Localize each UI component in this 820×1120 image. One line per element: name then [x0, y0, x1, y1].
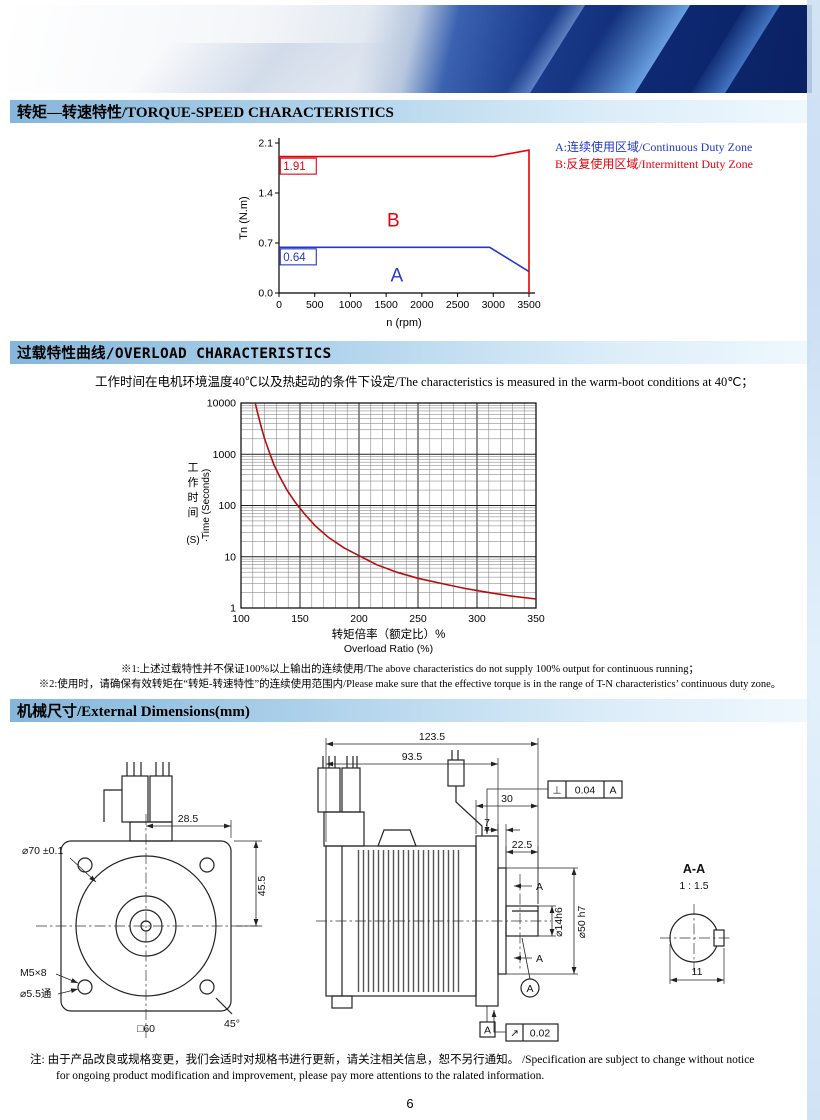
side-view: 123.5 93.5 30 7 22.5 ⌀14h6 ⌀50 h7 ⊥ 0.04…	[316, 731, 623, 1042]
dim-label-28-5: 28.5	[178, 813, 199, 825]
banner-glow	[108, 43, 408, 93]
svg-text:1000: 1000	[339, 299, 363, 311]
header-banner	[8, 5, 812, 93]
section-header-dimensions: 机械尺寸/External Dimensions(mm)	[10, 699, 810, 722]
footer-note-line2: for ongoing product modification and imp…	[56, 1070, 545, 1082]
svg-text:1500: 1500	[374, 299, 398, 311]
overload-notes: ※1:上述过载特性并不保证100%以上输出的连续使用/The above cha…	[0, 662, 820, 692]
svg-text:0.7: 0.7	[258, 238, 273, 250]
section-header-torque: 转矩—转速特性/TORQUE-SPEED CHARACTERISTICS	[10, 100, 810, 123]
dim-label-dia50h7: ⌀50 h7	[576, 906, 588, 939]
torque-chart-block: 0.0 0.7 1.4 2.1 0 500 1000 1500 2000 2500 3000 3500…	[233, 129, 820, 334]
svg-text:·Time (Seconds): ·Time (Seconds)	[201, 469, 212, 543]
dim-label-93-5: 93.5	[402, 751, 423, 763]
svg-text:n (rpm): n (rpm)	[386, 317, 421, 329]
svg-text:3000: 3000	[482, 299, 506, 311]
svg-text:转矩倍率（额定比）%: 转矩倍率（额定比）%	[332, 627, 446, 641]
svg-text:3500: 3500	[517, 299, 541, 311]
front-view: 28.5 45.5 ⌀70 ±0.1 M5×8 ⌀5.5通 □60 45°	[20, 762, 268, 1038]
torque-legend: A:连续使用区域/Continuous Duty Zone B:反复使用区域/I…	[555, 139, 753, 173]
svg-text:0: 0	[276, 299, 282, 311]
svg-text:300: 300	[468, 613, 486, 625]
dimensions-drawing: 28.5 45.5 ⌀70 ±0.1 M5×8 ⌀5.5通 □60 45°	[20, 731, 732, 1042]
tolerance1-value: 0.04	[575, 785, 596, 797]
banner-stripe	[671, 5, 799, 93]
svg-text:100: 100	[232, 613, 250, 625]
svg-text:Overload Ratio (%): Overload Ratio (%)	[344, 643, 433, 655]
svg-text:作: 作	[188, 476, 199, 489]
section-view-a-a: A-A 1 : 1.5 11	[660, 862, 732, 984]
tolerance1-symbol: ⊥	[552, 785, 561, 797]
svg-text:1.91: 1.91	[283, 161, 305, 173]
legend-intermittent: B:反复使用区域/Intermittent Duty Zone	[555, 157, 753, 171]
svg-text:150: 150	[291, 613, 309, 625]
svg-text:2500: 2500	[446, 299, 470, 311]
tolerance2-value: 0.02	[530, 1028, 551, 1040]
dim-label-m5x8: M5×8	[20, 967, 47, 979]
svg-text:Tn (N.m): Tn (N.m)	[238, 196, 250, 239]
svg-text:间: 间	[188, 506, 199, 519]
svg-text:(S): (S)	[186, 535, 199, 546]
section-header-overload: 过载特性曲线/OVERLOAD CHARACTERISTICS	[10, 341, 810, 364]
dim-label-123-5: 123.5	[419, 731, 445, 743]
dim-label-dia14h6: ⌀14h6	[553, 907, 565, 937]
svg-text:200: 200	[350, 613, 368, 625]
svg-text:0.64: 0.64	[283, 252, 306, 264]
dim-label-11: 11	[692, 966, 703, 978]
overload-note-1: ※1:上述过载特性并不保证100%以上输出的连续使用/The above cha…	[120, 664, 699, 675]
tolerance1-datum: A	[609, 785, 616, 797]
svg-text:B: B	[387, 211, 400, 232]
page-number: 6	[406, 1096, 414, 1111]
svg-text:2000: 2000	[410, 299, 434, 311]
svg-text:10: 10	[224, 551, 236, 563]
dim-label-sq60: □60	[137, 1023, 155, 1035]
section-title-torque: 转矩—转速特性/TORQUE-SPEED CHARACTERISTICS	[17, 105, 394, 121]
section-scale: 1 : 1.5	[679, 880, 708, 892]
dim-label-dia70: ⌀70 ±0.1	[22, 845, 63, 857]
dim-label-dia5-5: ⌀5.5通	[20, 988, 52, 1000]
svg-text:500: 500	[306, 299, 324, 311]
svg-text:10000: 10000	[207, 398, 236, 410]
datum-circle-a: A	[526, 983, 533, 995]
svg-text:1: 1	[230, 603, 236, 615]
dim-label-45-5: 45.5	[256, 876, 268, 897]
svg-text:100: 100	[218, 500, 236, 512]
legend-continuous: A:连续使用区域/Continuous Duty Zone	[555, 140, 753, 154]
tolerance2-symbol: ↗	[510, 1028, 519, 1040]
svg-text:2.1: 2.1	[258, 138, 273, 150]
section-arrow-a-top: A	[536, 881, 543, 893]
section-label: A-A	[683, 862, 705, 876]
section-title-dimensions: 机械尺寸/External Dimensions(mm)	[17, 704, 250, 720]
footer-note: 注: 由于产品改良或规格变更，我们会适时对规格书进行更新，请关注相关信息，恕不另…	[30, 1052, 820, 1084]
svg-text:350: 350	[527, 613, 545, 625]
overload-chart: 1 10 100 1000 10000 100 150 200 250 300 350 工作时间·Ti…	[186, 398, 545, 656]
dim-label-45deg: 45°	[224, 1018, 240, 1030]
overload-note-2: ※2:使用时，请确保有效转矩在“转矩-转速特性”的连续使用范围内/Please …	[38, 679, 782, 690]
footer-note-line1: 注: 由于产品改良或规格变更，我们会适时对规格书进行更新，请关注相关信息，恕不另…	[30, 1054, 755, 1066]
svg-text:0.0: 0.0	[258, 288, 273, 300]
dim-label-7: 7	[484, 817, 490, 829]
svg-text:时: 时	[188, 491, 199, 504]
torque-speed-chart: 0.0 0.7 1.4 2.1 0 500 1000 1500 2000 2500 3000 3500…	[238, 138, 541, 330]
dim-label-30: 30	[501, 793, 513, 805]
overload-chart-block: 1 10 100 1000 10000 100 150 200 250 300 350 工作时间·Ti…	[163, 393, 820, 660]
datum-box-a: A	[484, 1025, 491, 1037]
overload-condition-text: 工作时间在电机环境温度40℃以及热起动的条件下设定/The characteri…	[95, 375, 754, 389]
section-title-overload: 过载特性曲线/OVERLOAD CHARACTERISTICS	[17, 346, 332, 362]
section-arrow-a-bottom: A	[536, 953, 543, 965]
svg-text:工: 工	[188, 462, 199, 474]
dim-label-22-5: 22.5	[512, 839, 533, 851]
svg-text:1000: 1000	[213, 449, 237, 461]
svg-text:A: A	[391, 266, 404, 287]
svg-text:250: 250	[409, 613, 427, 625]
svg-text:1.4: 1.4	[258, 188, 273, 200]
